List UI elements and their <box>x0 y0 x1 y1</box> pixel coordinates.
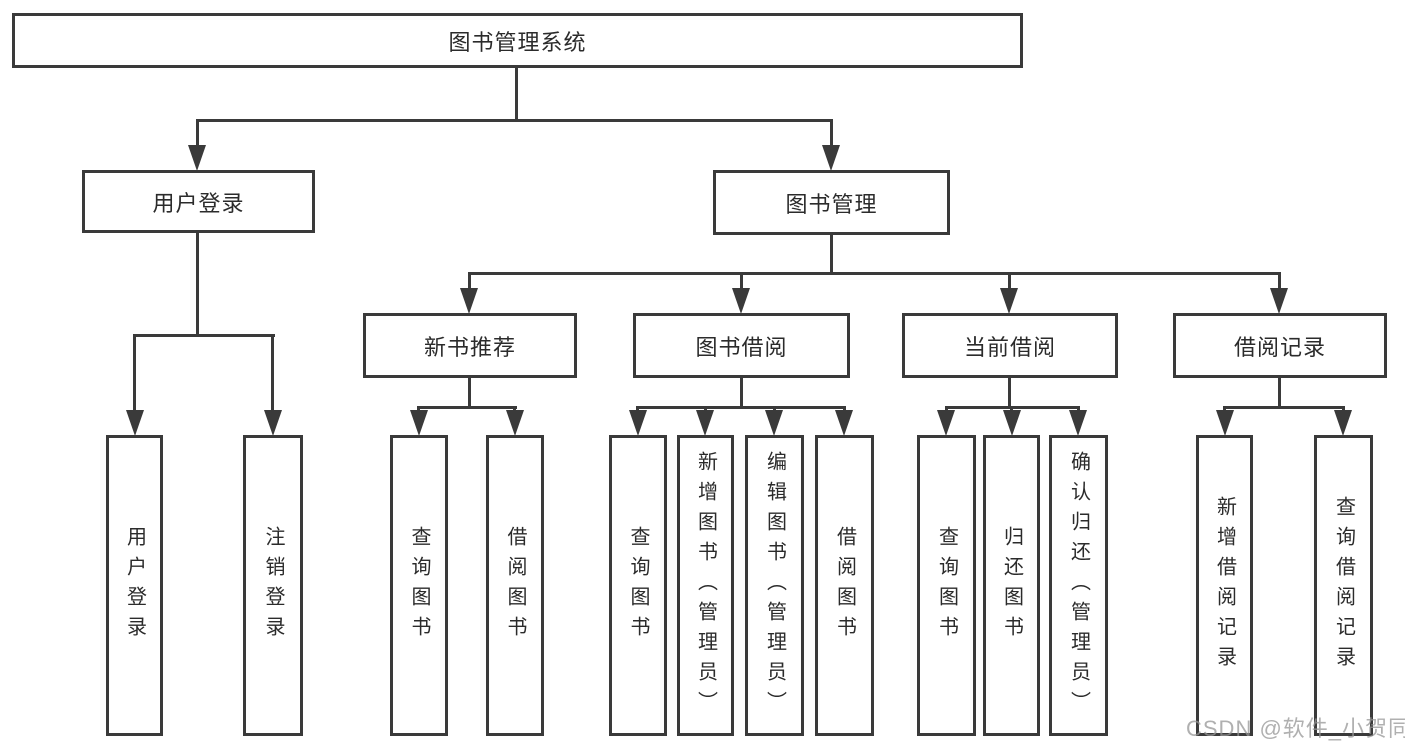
connector <box>740 378 743 408</box>
node-borrowing-records: 借阅记录 <box>1173 313 1387 378</box>
node-leaf-return-books: 归还图书 <box>983 435 1040 736</box>
node-leaf-borrow-books-recommend-label: 借阅图书 <box>504 525 526 646</box>
node-borrowing-records-label: 借阅记录 <box>1233 334 1326 360</box>
arrow-down-icon <box>629 410 647 436</box>
connector <box>740 272 743 292</box>
node-current-borrowing: 当前借阅 <box>902 313 1118 378</box>
arrow-down-icon <box>835 410 853 436</box>
connector <box>196 119 833 122</box>
arrow-down-icon <box>1270 288 1288 314</box>
connector <box>468 378 471 408</box>
node-current-borrowing-label: 当前借阅 <box>963 334 1056 360</box>
arrow-down-icon <box>765 410 783 436</box>
connector <box>515 68 518 122</box>
node-leaf-add-borrow-record-label: 新增借阅记录 <box>1213 495 1236 676</box>
connector <box>1278 272 1281 292</box>
node-leaf-user-login: 用户登录 <box>106 435 163 736</box>
arrow-down-icon <box>1334 410 1352 436</box>
connector <box>830 119 833 150</box>
node-leaf-confirm-return-admin: 确认归还（管理员） <box>1049 435 1108 736</box>
connector <box>830 235 833 275</box>
node-book-management-label: 图书管理 <box>785 191 878 217</box>
node-leaf-return-books-label: 归还图书 <box>1000 525 1023 646</box>
node-user-login-label: 用户登录 <box>152 190 245 216</box>
arrow-down-icon <box>1000 288 1018 314</box>
node-new-book-recommendation: 新书推荐 <box>363 313 577 378</box>
connector <box>636 406 846 409</box>
connector <box>196 119 199 150</box>
node-leaf-query-books-recommend: 查询图书 <box>390 435 448 736</box>
arrow-down-icon <box>937 410 955 436</box>
node-leaf-query-books-borrowing-label: 查询图书 <box>627 525 649 646</box>
arrow-down-icon <box>188 145 206 171</box>
node-book-borrowing: 图书借阅 <box>633 313 850 378</box>
arrow-down-icon <box>696 410 714 436</box>
node-leaf-add-borrow-record: 新增借阅记录 <box>1196 435 1253 736</box>
node-user-login: 用户登录 <box>82 170 315 233</box>
connector <box>271 334 274 414</box>
node-leaf-borrow-books-recommend: 借阅图书 <box>486 435 544 736</box>
connector <box>1223 406 1345 409</box>
node-leaf-add-book-admin: 新增图书（管理员） <box>677 435 734 736</box>
connector <box>133 334 136 414</box>
node-leaf-query-borrow-record-label: 查询借阅记录 <box>1332 495 1355 676</box>
arrow-down-icon <box>1003 410 1021 436</box>
node-leaf-add-book-admin-label: 新增图书（管理员） <box>694 450 717 721</box>
arrow-down-icon <box>410 410 428 436</box>
node-leaf-query-books-current-label: 查询图书 <box>935 525 958 646</box>
node-book-borrowing-label: 图书借阅 <box>695 334 788 360</box>
arrow-down-icon <box>460 288 478 314</box>
connector <box>468 272 471 292</box>
node-root-label: 图书管理系统 <box>448 29 587 55</box>
connector <box>468 272 1281 275</box>
arrow-down-icon <box>732 288 750 314</box>
node-new-book-recommendation-label: 新书推荐 <box>423 334 516 360</box>
node-leaf-query-books-current: 查询图书 <box>917 435 976 736</box>
node-leaf-logout-label: 注销登录 <box>262 525 284 646</box>
node-leaf-borrow-books-borrowing-label: 借阅图书 <box>833 525 856 646</box>
node-leaf-borrow-books-borrowing: 借阅图书 <box>815 435 874 736</box>
arrow-down-icon <box>1216 410 1234 436</box>
arrow-down-icon <box>1069 410 1087 436</box>
node-leaf-confirm-return-admin-label: 确认归还（管理员） <box>1067 450 1090 721</box>
connector <box>1008 378 1011 408</box>
connector <box>1008 272 1011 292</box>
node-leaf-edit-book-admin-label: 编辑图书（管理员） <box>763 450 786 721</box>
node-leaf-query-books-borrowing: 查询图书 <box>609 435 667 736</box>
connector <box>196 233 199 336</box>
node-leaf-logout: 注销登录 <box>243 435 303 736</box>
node-root: 图书管理系统 <box>12 13 1023 68</box>
node-leaf-query-books-recommend-label: 查询图书 <box>408 525 430 646</box>
node-leaf-user-login-label: 用户登录 <box>123 525 146 646</box>
node-leaf-query-borrow-record: 查询借阅记录 <box>1314 435 1373 736</box>
node-book-management: 图书管理 <box>713 170 950 235</box>
arrow-down-icon <box>264 410 282 436</box>
node-leaf-edit-book-admin: 编辑图书（管理员） <box>745 435 804 736</box>
connector <box>417 406 517 409</box>
connector <box>133 334 275 337</box>
watermark: CSDN @软件_小贺同学 <box>1186 716 1405 741</box>
connector <box>1278 378 1281 408</box>
arrow-down-icon <box>126 410 144 436</box>
arrow-down-icon <box>822 145 840 171</box>
arrow-down-icon <box>506 410 524 436</box>
